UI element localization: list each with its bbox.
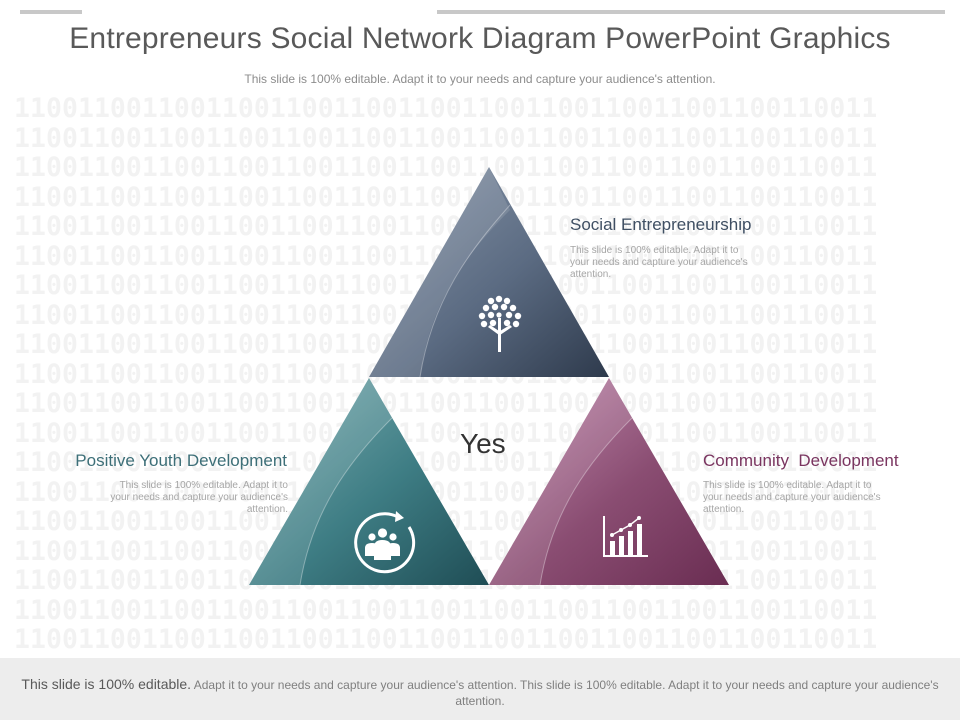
footer-text: This slide is 100% editable. Adapt it to… <box>10 676 950 709</box>
triangle-social-entrepreneurship <box>369 167 609 378</box>
footer-bar: This slide is 100% editable. Adapt it to… <box>0 658 960 720</box>
slide-title: Entrepreneurs Social Network Diagram Pow… <box>69 22 891 55</box>
top-accent-bar-left <box>20 10 82 14</box>
footer-body: Adapt it to your needs and capture your … <box>191 678 939 708</box>
segment-description-community-development: This slide is 100% editable. Adapt it to… <box>703 480 881 515</box>
segment-heading-community-development: Community Development <box>703 451 899 470</box>
triangle-community-development <box>489 378 729 586</box>
bar-chart-icon <box>603 516 648 557</box>
top-accent-bar-right <box>437 10 945 14</box>
triangle-positive-youth-development <box>249 378 489 586</box>
segment-heading-positive-youth-development: Positive Youth Development <box>75 451 287 470</box>
slide-subtitle: This slide is 100% editable. Adapt it to… <box>244 72 716 86</box>
center-label: Yes <box>460 428 506 459</box>
footer-lead: This slide is 100% editable. <box>21 676 192 692</box>
segment-description-positive-youth-development: This slide is 100% editable. Adapt it to… <box>110 480 288 515</box>
segment-description-social-entrepreneurship: This slide is 100% editable. Adapt it to… <box>570 245 748 280</box>
tree-icon <box>478 295 522 352</box>
segment-heading-social-entrepreneurship: Social Entrepreneurship <box>570 215 752 234</box>
group-cycle-icon <box>354 511 416 574</box>
